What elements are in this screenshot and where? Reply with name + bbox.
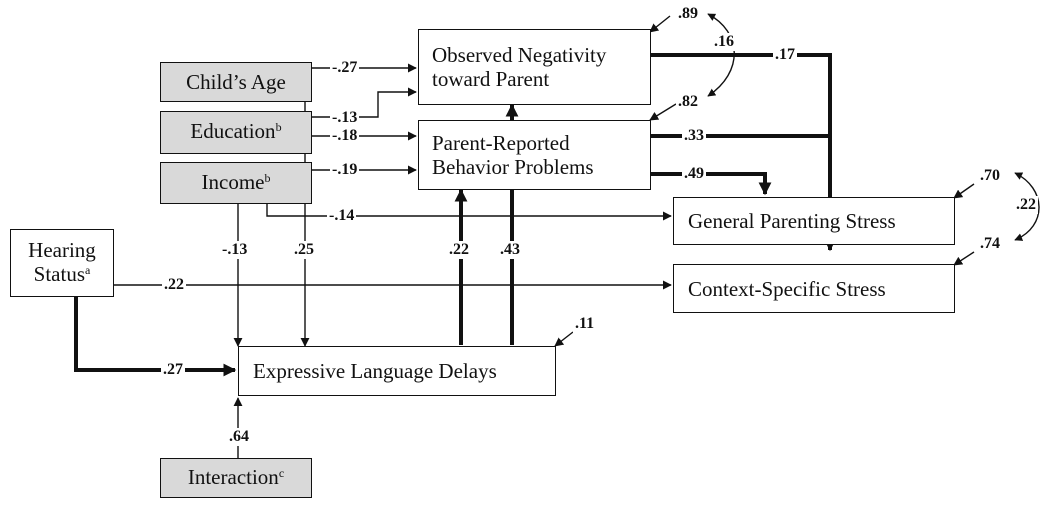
coef-income-to-general-stress: -.14 xyxy=(327,207,357,225)
coef-behavior-to-context: .33 xyxy=(682,127,706,145)
node-context-specific-stress: Context-Specific Stress xyxy=(673,264,955,313)
residual-arrow-general xyxy=(953,183,975,199)
node-childs-age: Child’s Age xyxy=(160,62,312,102)
covariance-negativity-behavior: .16 xyxy=(712,33,736,51)
arrow-income-to-general-stress xyxy=(266,204,672,221)
arrow-negativity-to-stress xyxy=(651,53,837,252)
coef-hearing-to-context: .22 xyxy=(162,276,186,294)
node-education: Educationb xyxy=(160,111,312,154)
coef-behavior-to-general: .49 xyxy=(682,165,706,183)
coef-language-to-behavior: .22 xyxy=(447,241,471,259)
coef-negativity-to-stress: .17 xyxy=(773,46,797,64)
node-general-parenting-stress: General Parenting Stress xyxy=(673,197,955,245)
coef-education-to-negativity: -.13 xyxy=(330,109,360,127)
coef-interaction-to-language: .64 xyxy=(227,428,251,446)
coef-hearing-to-language: .27 xyxy=(161,361,185,379)
arrow-hearing-to-language xyxy=(74,297,237,377)
residual-behavior: .82 xyxy=(676,93,700,111)
arrow-education-to-negativity xyxy=(311,87,417,118)
residual-arrow-negativity xyxy=(649,15,671,33)
coef-income-to-behavior: -.19 xyxy=(330,161,360,179)
coef-income-to-language: -.13 xyxy=(220,241,250,259)
residual-arrow-context xyxy=(953,251,975,266)
covariance-general-context: .22 xyxy=(1014,196,1038,214)
coef-education-to-behavior: -.18 xyxy=(330,127,360,145)
residual-general-stress: .70 xyxy=(978,167,1002,185)
residual-language: .11 xyxy=(573,315,597,333)
residual-negativity: .89 xyxy=(676,5,700,23)
arrow-behavior-to-general xyxy=(651,172,772,196)
covariance-curve-negativity-behavior xyxy=(707,13,735,97)
residual-context-stress: .74 xyxy=(978,235,1002,253)
node-behavior-problems: Parent-Reported Behavior Problems xyxy=(418,120,651,190)
residual-arrow-behavior xyxy=(649,103,677,121)
coef-age-to-negativity: -.27 xyxy=(330,59,360,77)
node-income: Incomeb xyxy=(160,162,312,204)
node-observed-negativity: Observed Negativity toward Parent xyxy=(418,29,651,105)
node-hearing-status: Hearing Statusa xyxy=(10,229,114,297)
covariance-curve-general-context xyxy=(1014,172,1040,241)
coef-language-to-negativity: .43 xyxy=(498,241,522,259)
coef-age-to-language: .25 xyxy=(292,241,316,259)
node-expressive-language-delays: Expressive Language Delays xyxy=(238,346,556,396)
residual-arrow-language xyxy=(554,331,574,347)
node-interaction: Interactionc xyxy=(160,458,312,498)
